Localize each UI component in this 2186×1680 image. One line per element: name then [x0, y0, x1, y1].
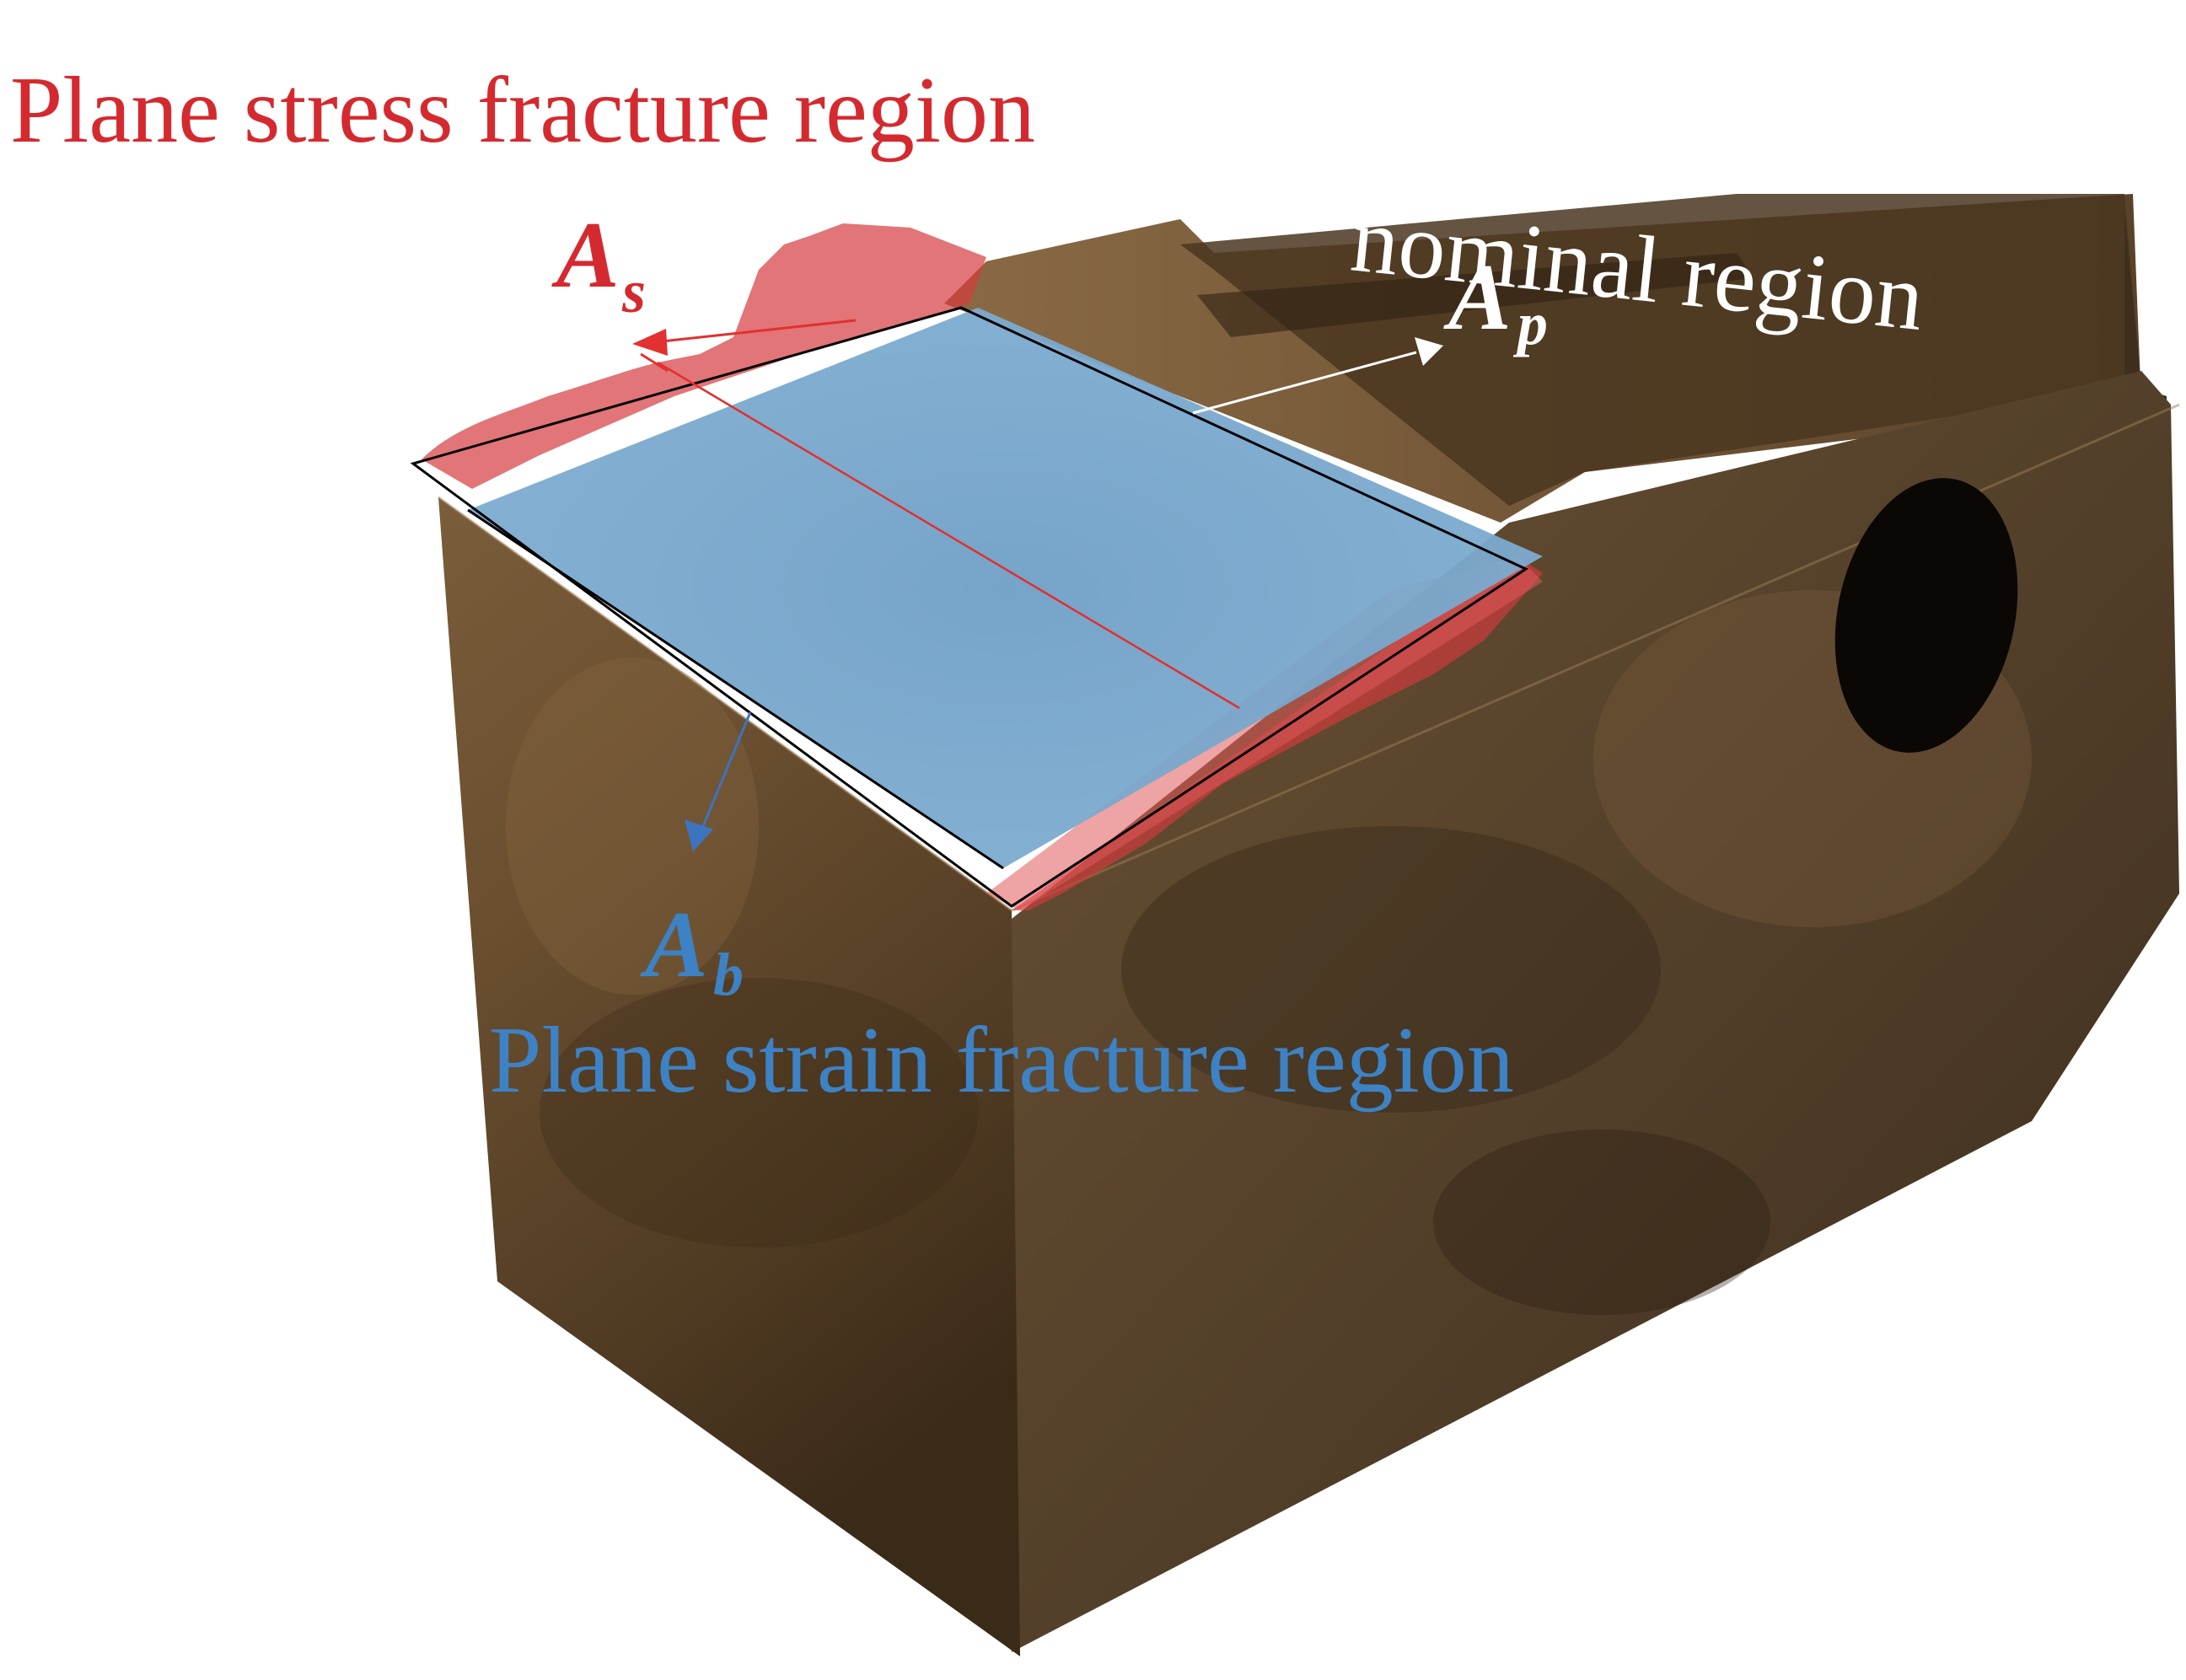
As-symbol: A s — [551, 203, 646, 325]
Ap-main: A — [1443, 245, 1512, 350]
Ab-symbol: A b — [640, 893, 744, 1008]
stress-centre-line — [657, 361, 1240, 710]
Ab-subscript: b — [713, 941, 744, 1008]
shear-lip-back — [422, 223, 986, 489]
specimen-hole — [1834, 478, 2018, 753]
arrow-Ab — [685, 711, 752, 851]
arrow-Ap — [1192, 337, 1443, 415]
As-subscript: s — [621, 258, 646, 325]
Ap-subscript: p — [1512, 290, 1548, 357]
stain — [506, 658, 759, 995]
stain — [540, 978, 978, 1248]
shear-lip-right — [986, 556, 1543, 910]
stain — [1433, 1130, 1770, 1315]
strain-region-shape — [468, 308, 1543, 868]
stain — [1121, 826, 1661, 1113]
Ap-symbol: A p — [1443, 245, 1548, 357]
strain-region-label: Plane strain fracture region — [489, 1008, 1514, 1113]
specimen-front-face — [438, 497, 1020, 1656]
arrow-As — [632, 319, 857, 373]
As-main: A — [551, 203, 620, 308]
Ab-main: A — [640, 893, 708, 997]
specimen-back-top — [1180, 194, 2141, 506]
stress-region-label: Plane stress fracture region — [10, 58, 1035, 163]
specimen-groove — [1197, 253, 1754, 337]
outline-front-edge — [467, 508, 1004, 870]
nominal-region-outline — [410, 306, 1529, 908]
